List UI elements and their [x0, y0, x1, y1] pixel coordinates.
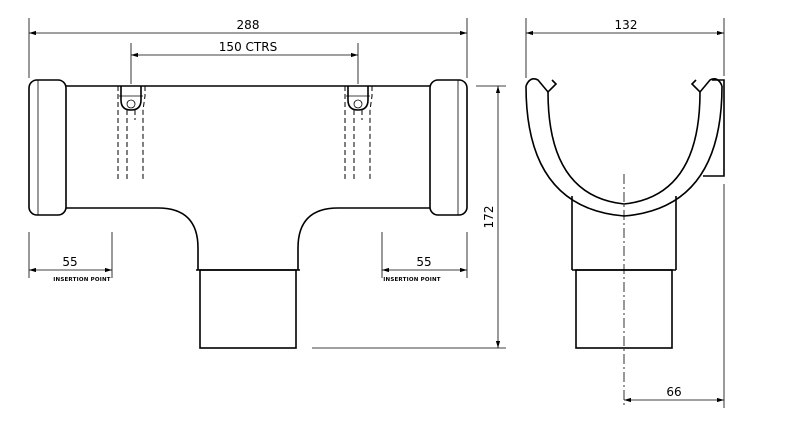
height-label: 172 — [482, 206, 496, 229]
overall-length-label: 288 — [237, 18, 260, 32]
side-view — [525, 78, 725, 408]
dimension-width: 132 — [525, 18, 725, 78]
width-label: 132 — [615, 18, 638, 32]
dimension-insertion-right: 55 INSERTION POINT — [381, 232, 468, 283]
dimension-overall-length: 288 — [28, 18, 468, 78]
insertion-left-label: INSERTION POINT — [53, 277, 111, 283]
dimension-outlet-offset: 66 — [624, 184, 725, 408]
insertion-right-value: 55 — [416, 255, 431, 269]
fixing-centres-label: 150 CTRS — [219, 40, 277, 54]
fixing-clip-right — [344, 86, 373, 180]
right-socket — [429, 79, 468, 216]
insertion-left-value: 55 — [62, 255, 77, 269]
outlet-front — [196, 269, 300, 349]
dimension-insertion-left: 55 INSERTION POINT — [28, 232, 113, 283]
left-socket — [28, 79, 67, 216]
dimension-fixing-centres: 150 CTRS — [130, 40, 359, 84]
fixing-clip-left — [117, 86, 146, 180]
front-view — [28, 79, 468, 349]
dimension-height: 172 — [312, 85, 506, 349]
insertion-right-label: INSERTION POINT — [383, 277, 441, 283]
outlet-offset-label: 66 — [666, 385, 681, 399]
